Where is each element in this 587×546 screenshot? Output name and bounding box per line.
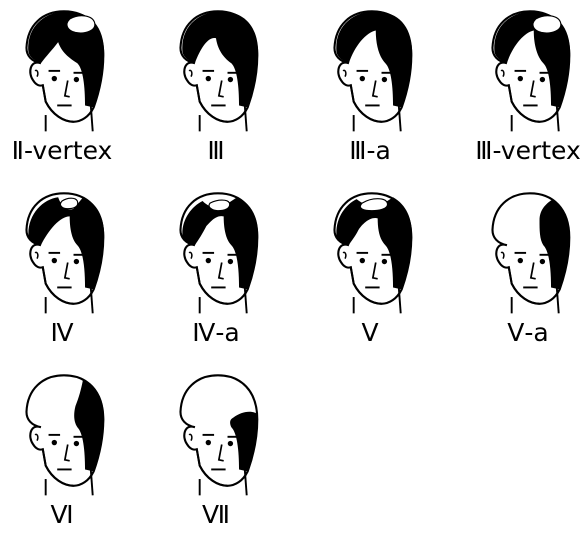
stage-label: Ⅳ bbox=[0, 318, 132, 347]
stage-cell: Ⅴ bbox=[310, 184, 456, 364]
bald-spot bbox=[209, 200, 230, 211]
head-illustration bbox=[168, 366, 264, 498]
stage-cell: Ⅶ bbox=[156, 366, 302, 546]
head-illustration bbox=[14, 184, 110, 316]
stage-label: Ⅳ-a bbox=[146, 318, 286, 347]
stage-label: Ⅴ bbox=[300, 318, 440, 347]
head-illustration bbox=[14, 2, 110, 134]
head-illustration bbox=[480, 2, 576, 134]
head-illustration bbox=[168, 184, 264, 316]
stage-label: Ⅶ bbox=[146, 500, 286, 529]
head-illustration bbox=[480, 184, 576, 316]
stage-cell: Ⅱ-vertex bbox=[2, 2, 148, 182]
head-illustration bbox=[168, 2, 264, 134]
stage-label: Ⅴ-a bbox=[458, 318, 587, 347]
bald-spot bbox=[60, 198, 77, 209]
head-illustration bbox=[322, 184, 418, 316]
stage-cell: Ⅲ bbox=[156, 2, 302, 182]
stage-label: Ⅲ-a bbox=[300, 136, 440, 165]
stage-cell: Ⅳ-a bbox=[156, 184, 302, 364]
bald-spot bbox=[533, 16, 561, 33]
stage-cell: Ⅵ bbox=[2, 366, 148, 546]
stage-label: Ⅲ-vertex bbox=[458, 136, 587, 165]
stage-cell: Ⅲ-vertex bbox=[468, 2, 587, 182]
stage-cell: Ⅲ-a bbox=[310, 2, 456, 182]
stage-label: Ⅱ-vertex bbox=[0, 136, 132, 165]
stage-label: Ⅵ bbox=[0, 500, 132, 529]
bald-spot bbox=[67, 16, 95, 33]
head-illustration bbox=[14, 366, 110, 498]
stage-label: Ⅲ bbox=[146, 136, 286, 165]
head-illustration bbox=[322, 2, 418, 134]
stage-cell: Ⅴ-a bbox=[468, 184, 587, 364]
stage-cell: Ⅳ bbox=[2, 184, 148, 364]
